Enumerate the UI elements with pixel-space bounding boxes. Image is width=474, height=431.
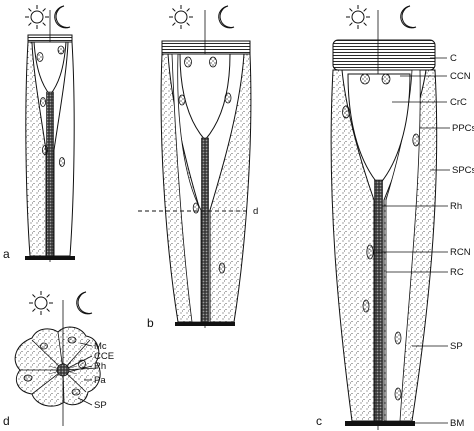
moon-icon	[400, 5, 417, 29]
basement-membrane	[345, 421, 415, 426]
leader-lines	[67, 342, 93, 406]
outer-cell-left	[25, 41, 47, 257]
moon-icon	[54, 5, 71, 29]
label-sp: SP	[94, 400, 107, 411]
section-marker-label: d	[253, 206, 258, 217]
corneal-lens	[332, 39, 436, 71]
label-ppcs: PPCs	[452, 123, 474, 134]
panel-b: d b	[138, 5, 258, 330]
inner-cell-left	[171, 53, 202, 323]
label-ccn: CCN	[450, 71, 471, 82]
sun-icon	[25, 5, 49, 29]
panel-label-c: c	[316, 414, 322, 428]
label-cce: CCE	[94, 351, 114, 362]
label-rh: Rh	[450, 201, 462, 212]
label-pa: Pa	[94, 375, 106, 386]
rhabdom	[201, 137, 209, 323]
panel-label-a: a	[3, 247, 10, 261]
rhabdom	[46, 91, 54, 257]
sun-icon	[346, 5, 370, 29]
rhabdom	[374, 179, 383, 422]
outer-cell-left	[330, 69, 375, 422]
nuclei	[36, 45, 66, 167]
panel-label-d: d	[3, 414, 10, 428]
nuclei	[342, 73, 420, 401]
label-sp: SP	[450, 341, 463, 352]
outer-cell-right	[209, 53, 252, 323]
label-crc: CrC	[450, 97, 467, 108]
panel-a: a	[3, 5, 75, 262]
outer-cell-right	[53, 41, 75, 257]
sun-icon	[29, 291, 53, 315]
corneal-lens	[161, 40, 251, 55]
label-rc: RC	[450, 267, 464, 278]
moon-icon	[218, 5, 235, 29]
moon-icon	[76, 291, 93, 315]
label-bm: BM	[450, 418, 464, 429]
panel-c: c C CCN CrC PPCs SPCs Rh RCN RC SP BM	[316, 5, 474, 430]
label-spcs: SPCs	[452, 165, 474, 176]
structure-labels: Mc CCE Rh Pa SP	[94, 341, 114, 411]
rhabdom-cross-section	[56, 363, 70, 377]
label-mc: Mc	[94, 341, 107, 352]
label-c: C	[450, 53, 457, 64]
panel-d: Mc CCE Rh Pa SP d	[3, 291, 114, 428]
structure-labels: C CCN CrC PPCs SPCs Rh RCN RC SP BM	[450, 53, 474, 429]
sun-icon	[169, 5, 193, 29]
panel-label-b: b	[147, 316, 154, 330]
label-rh: Rh	[94, 361, 106, 372]
leader-lines	[376, 57, 450, 424]
nuclei	[178, 56, 232, 274]
basement-membrane	[25, 256, 75, 260]
label-rcn: RCN	[450, 247, 471, 258]
basement-membrane	[175, 322, 235, 326]
corneal-lens	[27, 34, 73, 43]
nuclei	[23, 336, 86, 396]
